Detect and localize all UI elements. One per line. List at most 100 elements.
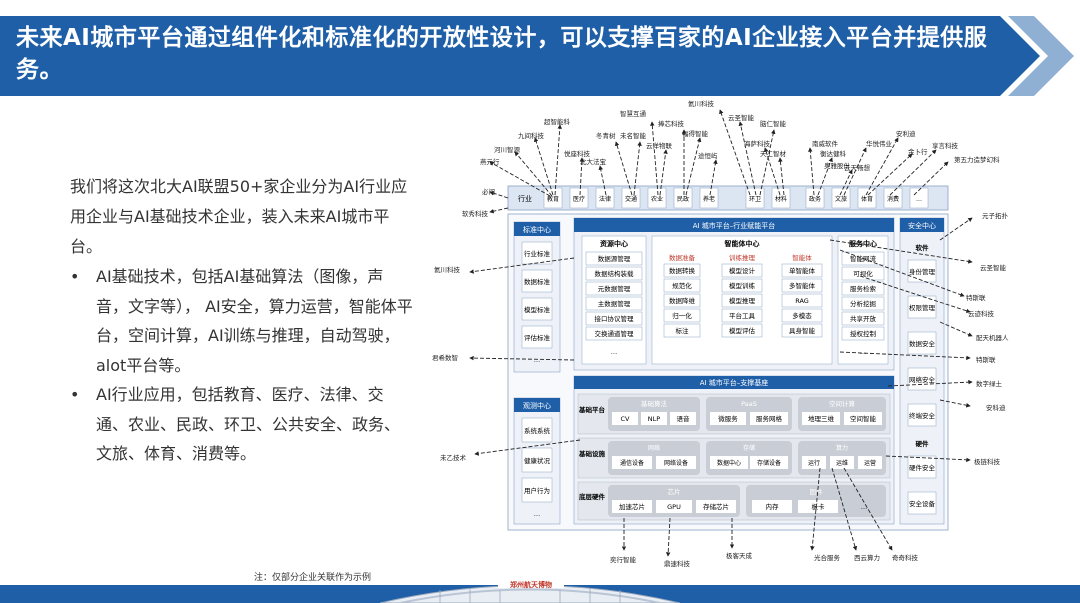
company-labels: 超智能科 九间科技 河川智源 燕元行 悦座科技 北大法宝 冬青树 未名智能 智慧… xyxy=(432,100,1009,568)
firmware-item: 板卡 xyxy=(812,502,826,511)
company-label: 奕行智能 xyxy=(610,555,637,564)
industry-row: 教育 医疗 法律 交通 农业 民政 养老 环卫 材料 政务 文旅 体育 消费 … xyxy=(543,187,929,209)
standard-item: 模型标准 xyxy=(524,305,551,314)
compute-title: 算力 xyxy=(836,444,848,452)
company-label: 极链科技 xyxy=(974,457,1001,466)
company-label: 配天机器人 xyxy=(976,333,1009,342)
resource-item: 接口协议管理 xyxy=(595,314,635,323)
observe-item: 用户行为 xyxy=(524,486,550,495)
intro-paragraph: 我们将这次北大AI联盟50+家企业分为AI行业应用企业与AI基础技术企业，装入未… xyxy=(70,177,408,256)
network-item: 通信设备 xyxy=(620,459,644,467)
service-item: 授权控制 xyxy=(850,329,877,338)
industry-item: 政务 xyxy=(809,195,821,203)
base-hardware-label: 底层硬件 xyxy=(579,492,606,501)
service-item: 服务检索 xyxy=(850,284,877,293)
compute-item: 运维 xyxy=(836,459,848,467)
industry-item: 法律 xyxy=(599,195,611,203)
observe-center-title: 观测中心 xyxy=(523,401,551,410)
paas-item: 服务网格 xyxy=(756,414,783,423)
security-hard-item: 硬件安全 xyxy=(909,463,936,472)
company-label: 软秀科技 xyxy=(462,209,489,218)
service-item: … xyxy=(860,348,867,356)
industry-item: 材料 xyxy=(775,195,787,203)
compute-item: 运行 xyxy=(808,459,820,467)
security-soft-item: 终端安全 xyxy=(909,411,936,420)
standard-center-title: 标准中心 xyxy=(523,225,551,234)
standard-item: … xyxy=(534,356,541,364)
paas-title: PaaS xyxy=(741,400,757,408)
training-title: 训练推理 xyxy=(729,253,756,262)
connection-arrows xyxy=(469,109,973,557)
support-platform-title: AI 城市平台–支撑基座 xyxy=(700,378,769,387)
firmware-item: … xyxy=(861,503,868,511)
service-item: 分析挖掘 xyxy=(850,299,877,308)
company-label: 海萨科技 xyxy=(744,139,771,148)
agents-item: 具身智能 xyxy=(789,326,816,335)
company-label: 冬青树 xyxy=(596,131,616,140)
data-prep-item: 数据降维 xyxy=(669,296,696,305)
service-center-title: 服务中心 xyxy=(849,239,877,248)
agents-item: 多智能体 xyxy=(789,281,816,290)
resource-center-title: 资源中心 xyxy=(600,239,628,248)
industry-item: 养老 xyxy=(703,195,715,203)
algo-title: 基础算法 xyxy=(641,399,668,408)
company-label: 数字绿土 xyxy=(976,379,1003,388)
company-label: 氦川科技 xyxy=(434,265,461,274)
security-soft-item: 身份管理 xyxy=(909,267,936,276)
company-label: 云迹科技 xyxy=(968,309,995,318)
company-label: 华悦伟业 xyxy=(866,139,893,148)
industry-item: … xyxy=(916,196,922,203)
resource-item: 数据结构装载 xyxy=(595,269,635,278)
chip-title: 芯片 xyxy=(668,487,681,496)
agents-item: 单智能体 xyxy=(789,266,816,275)
company-label: 第五力造梦幻科 xyxy=(954,155,1000,164)
industry-row-label: 行业 xyxy=(518,194,532,203)
industry-item: 医疗 xyxy=(573,195,585,203)
company-label: 衡达健科 xyxy=(820,149,847,158)
data-prep-item: 数据转换 xyxy=(669,266,696,275)
industry-item: 教育 xyxy=(547,195,559,203)
company-label: 特斯联 xyxy=(976,355,996,364)
bullet-list: AI基础技术，包括AI基础算法（图像，声音，文字等）， AI安全，算力运营，智能… xyxy=(70,262,415,469)
chip-item: 加速芯片 xyxy=(619,502,645,511)
industry-item: 农业 xyxy=(651,195,663,203)
company-label: 安科迪 xyxy=(986,403,1006,412)
company-label: 燕元行 xyxy=(480,157,500,166)
company-label: 悦座科技 xyxy=(564,149,591,158)
agents-title: 智能体 xyxy=(792,253,812,262)
training-item: 平台工具 xyxy=(729,311,756,320)
company-label: 南威软件 xyxy=(812,139,839,148)
company-label: 北大法宝 xyxy=(580,157,607,166)
company-label: 必问 xyxy=(482,187,495,196)
security-soft-item: 权限管理 xyxy=(909,303,936,312)
company-label: 奇奇科技 xyxy=(892,553,919,562)
standard-item: 数据标准 xyxy=(524,277,551,286)
base-facility-label: 基础设施 xyxy=(578,449,606,458)
training-item: 模型推理 xyxy=(729,296,756,305)
industry-item: 消费 xyxy=(887,195,899,203)
company-label: 特斯联 xyxy=(966,293,986,302)
industry-item: 文旅 xyxy=(835,195,847,203)
company-label: 奥雅股份 xyxy=(824,161,851,170)
observe-item: … xyxy=(534,510,541,518)
resource-item: 数据源管理 xyxy=(598,254,631,263)
resource-item: 主数据管理 xyxy=(598,299,631,308)
company-label: 捧芯科技 xyxy=(658,119,685,128)
security-soft-item: 网络安全 xyxy=(909,375,936,384)
security-center-title: 安全中心 xyxy=(908,221,936,230)
company-label: 氦川科技 xyxy=(688,100,715,108)
company-label: 途恒屿 xyxy=(698,151,718,160)
page-title: 未来AI城市平台通过组件化和标准化的开放性设计，可以支撑百家的AI企业接入平台并… xyxy=(16,25,988,83)
company-label: 云洋物联 xyxy=(646,141,673,150)
compute-item: 运营 xyxy=(864,459,876,467)
footnote: 注：仅部分企业关联作为示例 xyxy=(254,573,372,583)
company-label: 金卜行 xyxy=(908,147,928,156)
company-label: 超智能科 xyxy=(544,117,571,126)
training-item: 模型评估 xyxy=(729,326,756,335)
company-label: 九间科技 xyxy=(518,131,545,140)
company-label: 极客天成 xyxy=(726,551,753,560)
company-label: 云圣智能 xyxy=(980,263,1007,272)
security-soft-item: 数据安全 xyxy=(909,339,936,348)
base-platform-label: 基础平台 xyxy=(578,405,606,414)
spatial-title: 空间计算 xyxy=(829,399,856,408)
